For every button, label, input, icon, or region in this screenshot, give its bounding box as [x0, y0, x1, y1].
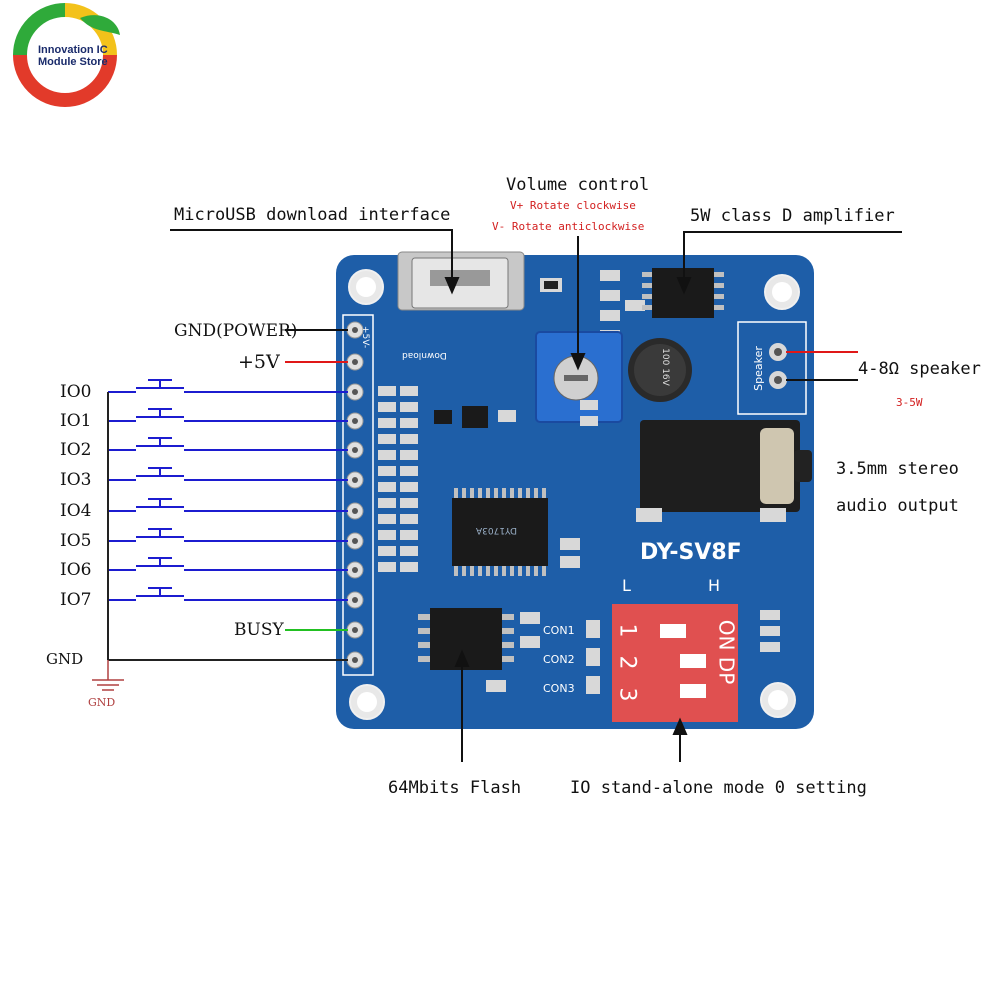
microusb-label: MicroUSB download interface	[174, 205, 451, 225]
audio-output-line1: 3.5mm stereo	[836, 459, 959, 479]
io-label-2: IO2	[60, 440, 92, 460]
dip-switch	[612, 604, 738, 722]
io-label-1: IO1	[60, 411, 92, 431]
switch-high-label: H	[708, 576, 721, 595]
audio-output-line2: audio output	[836, 496, 959, 516]
io-label-7: IO7	[60, 590, 92, 610]
con2-label: CON2	[543, 653, 575, 666]
gnd-power-label: GND(POWER)	[174, 321, 298, 341]
gnd-label: GND	[46, 650, 84, 668]
volume-cw-note: V+ Rotate clockwise	[510, 199, 636, 212]
flash-label: 64Mbits Flash	[388, 778, 522, 798]
volume-control-label: Volume control	[506, 175, 650, 195]
amplifier-label: 5W class D amplifier	[690, 206, 895, 226]
capacitor-marking: 100 16V	[659, 348, 670, 386]
main-chip	[452, 498, 548, 566]
io-label-6: IO6	[60, 560, 92, 580]
busy-label: BUSY	[234, 620, 284, 640]
gnd-symbol-label: GND	[88, 696, 116, 709]
speaker-power-note: 3-5W	[896, 396, 923, 409]
silk-download: Download	[402, 350, 447, 360]
switch-number-1: 1	[614, 623, 640, 638]
switch-number-2: 2	[614, 655, 640, 670]
logo-text: Innovation IC Module Store	[38, 44, 108, 68]
board-model: DY-SV8F	[640, 540, 742, 565]
switch-on-dp: ON DP	[714, 619, 739, 685]
io-label-5: IO5	[60, 531, 92, 551]
switch-number-3: 3	[614, 687, 640, 702]
io-label-3: IO3	[60, 470, 92, 490]
plus5v-label: +5V	[238, 351, 280, 373]
logo-line1: Innovation IC	[38, 44, 108, 56]
silk-power: +5V-	[360, 325, 371, 349]
switch-low-label: L	[622, 576, 631, 595]
io-label-0: IO0	[60, 382, 92, 402]
con3-label: CON3	[543, 682, 575, 695]
con1-label: CON1	[543, 624, 575, 637]
mode-setting-label: IO stand-alone mode 0 setting	[570, 778, 867, 798]
silk-speaker: Speaker	[751, 346, 765, 391]
volume-ccw-note: V- Rotate anticlockwise	[492, 220, 645, 233]
store-logo	[13, 3, 120, 108]
io-label-4: IO4	[60, 501, 92, 521]
chip-marking: DY1703A	[476, 525, 517, 535]
speaker-label: 4-8Ω speaker	[858, 359, 981, 379]
logo-line2: Module Store	[38, 56, 108, 68]
